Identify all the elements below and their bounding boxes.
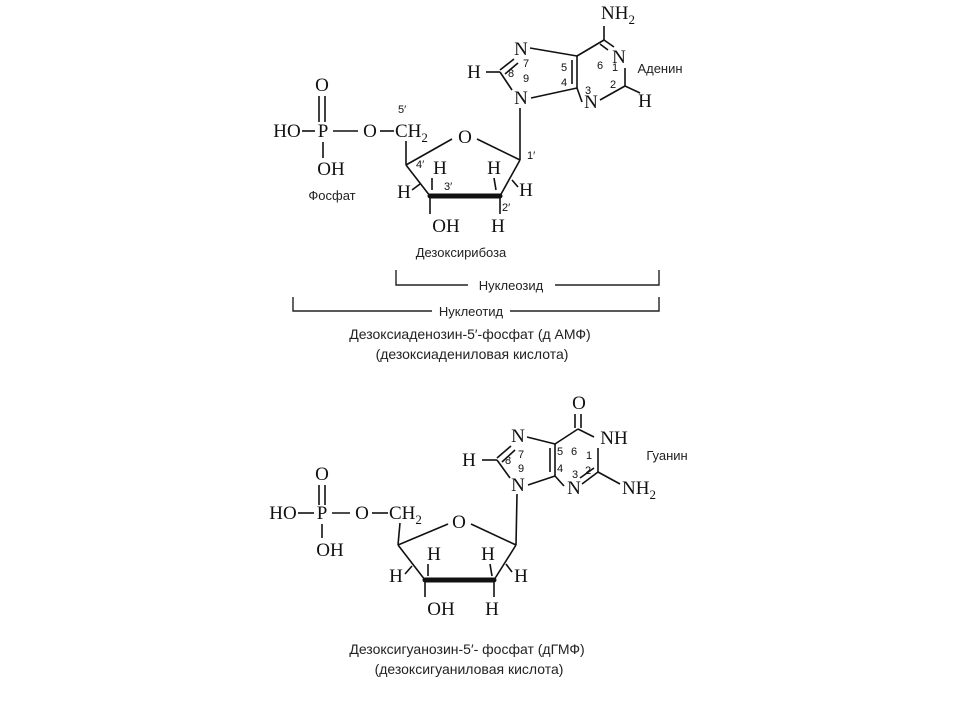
- nucleoside-bracket: Нуклеозид: [395, 270, 660, 293]
- bottom-guanine-num-7: 7: [518, 449, 524, 461]
- top-adenine-num-4: 4: [561, 77, 567, 89]
- top-sugar-ch2: CH2: [395, 121, 428, 145]
- bottom-guanine-num-6: 6: [571, 446, 577, 458]
- dgmp-caption-name: Дезоксигуанозин-5′- фосфат (дГМФ): [349, 641, 584, 657]
- bottom-guanine-num-3: 3: [572, 469, 578, 481]
- bottom-sugar-h4: H: [389, 566, 403, 587]
- bottom-guanine-num-9: 9: [518, 463, 524, 475]
- top-phosphate-oh: OH: [317, 159, 345, 180]
- top-adenine-n7: N: [514, 39, 528, 60]
- dgmp-structure: O HO P O OH CH2 O H H H: [269, 393, 687, 677]
- bottom-guanine: O NH NH2 N N H N 6: [462, 393, 688, 502]
- top-adenine-h8: H: [467, 62, 481, 83]
- top-adenine-num-1: 1: [612, 62, 618, 74]
- top-adenine-nh2: NH2: [601, 3, 635, 27]
- top-sugar-label: Дезоксирибоза: [416, 245, 507, 260]
- damp-caption-acid: (дезоксиадениловая кислота): [376, 346, 569, 362]
- top-adenine-n9: N: [514, 88, 528, 109]
- bottom-guanine-n7: N: [511, 426, 525, 447]
- bottom-glycosidic-bond: [515, 493, 518, 546]
- top-adenine: NH2 N H N N H N 6 1: [467, 3, 682, 113]
- bottom-phosphate-oh: OH: [316, 540, 344, 561]
- top-phosphate-ho: HO: [273, 121, 300, 142]
- bottom-guanine-n9: N: [511, 475, 525, 496]
- top-adenine-num-5: 5: [561, 62, 567, 74]
- bottom-phosphate-o-top: O: [315, 464, 329, 485]
- top-sugar-h3: H: [433, 158, 447, 179]
- bottom-sugar-oh: OH: [427, 599, 455, 620]
- damp-caption-name: Дезоксиаденозин-5′-фосфат (д АМФ): [349, 326, 590, 342]
- bottom-guanine-n3: N: [567, 478, 581, 499]
- top-sugar-ring-o: O: [458, 127, 472, 148]
- top-adenine-num-7: 7: [523, 58, 529, 70]
- top-adenine-n1: N: [612, 47, 626, 68]
- bottom-guanine-num-4: 4: [557, 463, 563, 475]
- top-adenine-num-9: 9: [523, 73, 529, 85]
- top-phosphate-o-top: O: [315, 75, 329, 96]
- bottom-guanine-label: Гуанин: [646, 448, 687, 463]
- bottom-sugar-h2-up: H: [481, 544, 495, 565]
- nucleotide-label: Нуклеотид: [439, 304, 504, 319]
- top-phosphate-p: P: [318, 121, 329, 142]
- bottom-guanine-nh: NH: [600, 428, 628, 449]
- top-adenine-num-6: 6: [597, 60, 603, 72]
- top-deoxyribose: 5′ CH2 O 4′ 3′ 2′ 1′ H H H H OH H: [395, 104, 535, 260]
- top-phosphate-o-link: O: [363, 121, 377, 142]
- bottom-deoxyribose: CH2 O H H H H OH H: [389, 503, 528, 620]
- bottom-guanine-h8: H: [462, 450, 476, 471]
- damp-structure: O HO P O OH Фосфат 5′ CH2 O 4′ 3′: [273, 3, 682, 362]
- top-sugar-h4: H: [397, 182, 411, 203]
- bottom-phosphate-ho: HO: [269, 503, 296, 524]
- top-adenine-num-3: 3: [585, 85, 591, 97]
- top-phosphate-label: Фосфат: [308, 188, 355, 203]
- bottom-guanine-nh2: NH2: [622, 478, 656, 502]
- top-sugar-num-4: 4′: [416, 159, 424, 171]
- bottom-sugar-ring-o: O: [452, 512, 466, 533]
- top-sugar-num-1: 1′: [527, 150, 535, 162]
- top-sugar-num-3: 3′: [444, 181, 452, 193]
- top-sugar-num-2: 2′: [502, 202, 510, 214]
- top-adenine-n3: N: [584, 92, 598, 113]
- bottom-guanine-num-1: 1: [586, 450, 592, 462]
- top-phosphate-group: O HO P O OH Фосфат: [273, 75, 394, 203]
- bottom-sugar-ch2: CH2: [389, 503, 422, 527]
- bottom-phosphate-p: P: [317, 503, 328, 524]
- top-adenine-num-2: 2: [610, 79, 616, 91]
- bottom-sugar-h2-down: H: [485, 599, 499, 620]
- bottom-guanine-num-5: 5: [557, 446, 563, 458]
- top-sugar-h1: H: [519, 180, 533, 201]
- bottom-guanine-num-8: 8: [505, 455, 511, 467]
- top-sugar-h2-up: H: [487, 158, 501, 179]
- bottom-sugar-h1: H: [514, 566, 528, 587]
- bottom-guanine-o6: O: [572, 393, 586, 414]
- bottom-sugar-h3: H: [427, 544, 441, 565]
- bottom-phosphate-group: O HO P O OH: [269, 464, 388, 561]
- top-adenine-num-8: 8: [508, 68, 514, 80]
- top-sugar-num-5: 5′: [398, 104, 406, 116]
- top-adenine-h2: H: [638, 91, 652, 112]
- nucleoside-label: Нуклеозид: [479, 278, 544, 293]
- nucleotide-bracket: Нуклеотид: [292, 297, 660, 319]
- top-adenine-label: Аденин: [637, 61, 682, 76]
- top-sugar-h2-down: H: [491, 216, 505, 237]
- bottom-phosphate-o-link: O: [355, 503, 369, 524]
- bottom-guanine-num-2: 2: [585, 465, 591, 477]
- top-sugar-oh: OH: [432, 216, 460, 237]
- dgmp-caption-acid: (дезоксигуаниловая кислота): [375, 661, 564, 677]
